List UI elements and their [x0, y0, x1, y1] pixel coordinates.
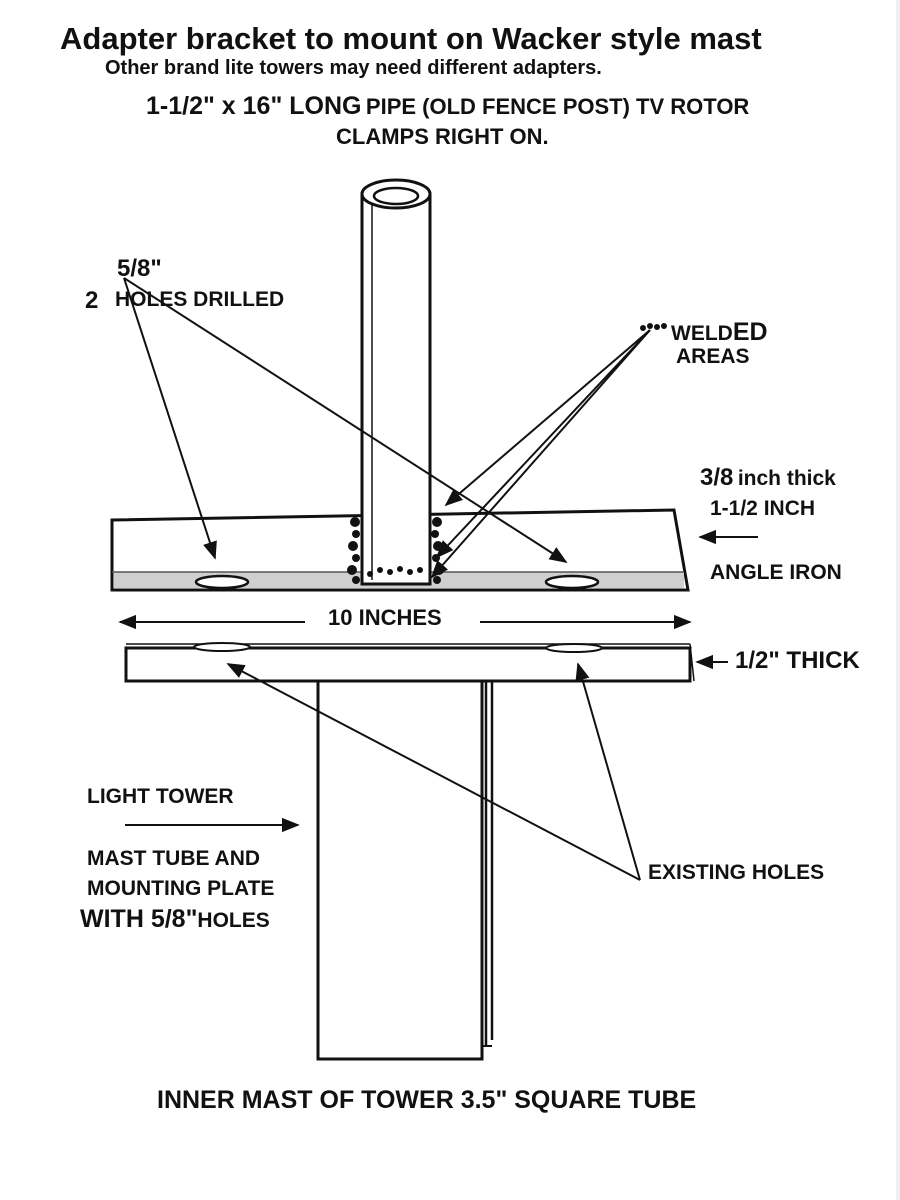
- page-subtitle: Other brand lite towers may need differe…: [105, 57, 602, 79]
- pipe-label-line2: CLAMPS RIGHT ON.: [336, 124, 549, 149]
- welded-label: WELDED: [671, 320, 768, 345]
- thickness-unit: inch thick: [737, 467, 836, 490]
- ed-text: ED: [732, 318, 768, 346]
- weld-arrow-top: [444, 329, 651, 507]
- holes-drilled-label: HOLES DRILLED: [115, 288, 285, 311]
- angle-iron-label: ANGLE IRON: [710, 561, 842, 584]
- light-tower-label: LIGHT TOWER: [87, 785, 234, 808]
- page-title: Adapter bracket to mount on Wacker style…: [60, 21, 762, 56]
- existing-arrow-left: [226, 663, 641, 881]
- weld-text: WELD: [671, 322, 733, 345]
- holes-arrow-right: [123, 277, 568, 563]
- areas-label: AREAS: [676, 345, 750, 368]
- holes-count-label: 2: [85, 287, 99, 314]
- pipe-size: 1-1/2" x 16" LONG: [146, 92, 362, 120]
- holes-word: HOLES: [197, 909, 270, 932]
- drilled-hole-right: [544, 574, 600, 590]
- existing-arrow-right: [575, 662, 641, 881]
- existing-hole-left: [193, 642, 251, 652]
- bottom-caption: INNER MAST OF TOWER 3.5" SQUARE TUBE: [157, 1086, 697, 1114]
- callout-arrows: [118, 277, 758, 881]
- pipe-label-line1: 1-1/2" x 16" LONG PIPE (OLD FENCE POST) …: [146, 94, 749, 119]
- mast-tube-label-2: MOUNTING PLATE: [87, 877, 275, 900]
- pipe: [360, 178, 432, 586]
- drilled-hole-left: [194, 574, 250, 590]
- thickness-value: 3/8: [700, 464, 734, 491]
- page-edge: [896, 0, 900, 1200]
- mast-tube-label-3: WITH 5/8"HOLES: [80, 907, 270, 932]
- holes-arrow-left: [123, 277, 217, 560]
- mast-tube: [316, 679, 494, 1061]
- width-label: 1-1/2 INCH: [710, 497, 816, 520]
- pipe-description: PIPE (OLD FENCE POST) TV ROTOR: [365, 94, 750, 119]
- existing-holes-label: EXISTING HOLES: [648, 861, 825, 884]
- mounting-plate: [124, 642, 695, 683]
- mast-tube-label-1: MAST TUBE AND: [87, 847, 261, 870]
- weld-arrow-low: [430, 329, 651, 579]
- holes-size-label: 5/8": [117, 255, 162, 282]
- ten-inches-label: 10 INCHES: [328, 605, 442, 630]
- plate-thickness-label: 1/2" THICK: [735, 647, 860, 674]
- existing-hole-right: [545, 643, 603, 653]
- thickness-label: 3/8 inch thick: [700, 466, 836, 490]
- weld-arrow-mid: [435, 329, 651, 559]
- with-holes-size: WITH 5/8": [80, 905, 198, 933]
